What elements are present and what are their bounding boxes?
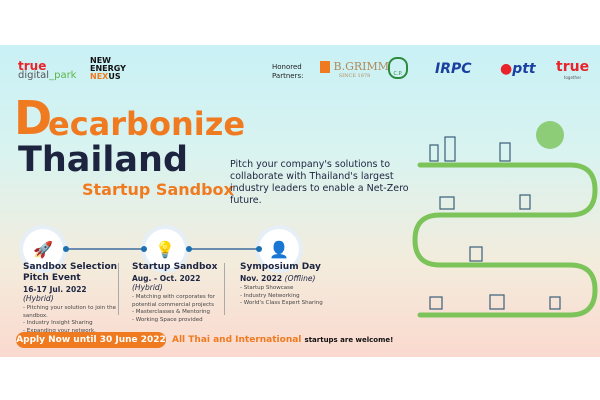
date: Aug. - Oct. 2022 — [132, 274, 201, 283]
bullet: - Industry Networking — [240, 292, 300, 299]
bullet: - Masterclasses & Mentoring — [132, 309, 210, 315]
welcome-rest: startups are welcome! — [304, 336, 394, 344]
earth-icon — [536, 121, 564, 149]
stage-title: Startup Sandbox — [132, 262, 218, 272]
true-text: true — [556, 59, 590, 75]
title-startup-sandbox: Startup Sandbox — [82, 180, 234, 199]
stage-date: Nov. 2022 (Offline) — [240, 274, 335, 283]
bullet: - Startup Showcase — [240, 285, 294, 291]
ptt-text: ptt — [512, 61, 536, 77]
bullet: - World's Class Expert Sharing — [240, 300, 323, 306]
rocket-icon: 🚀 — [23, 229, 63, 269]
date: Nov. 2022 — [240, 274, 283, 283]
logo-digital: digital — [18, 70, 50, 81]
digital-park-logo: digital_park — [18, 70, 76, 81]
bullet: - Pitching your solution to join the san… — [23, 305, 116, 319]
true-sub: together — [563, 75, 582, 80]
welcome-highlight: All Thai and International — [172, 335, 302, 345]
welcome-text: All Thai and International startups are … — [172, 335, 393, 345]
cp-text: C.P. — [393, 71, 403, 77]
stage-title: Symposium Day — [240, 262, 321, 272]
stage-2: Startup Sandbox Aug. - Oct. 2022 (Hybrid… — [132, 262, 227, 324]
nen-line3: NEXUS — [90, 73, 126, 81]
divider — [224, 263, 225, 315]
stage-date: 16-17 Jul. 2022 (Hybrid) — [23, 285, 118, 303]
title-decarbonize: ecarbonize — [48, 105, 246, 143]
nen-line1: NEW — [90, 56, 111, 65]
green-road-illustration — [412, 121, 598, 318]
stage-date: Aug. - Oct. 2022 (Hybrid) — [132, 274, 227, 292]
title-thailand: Thailand — [18, 140, 188, 180]
bullet: - Working Space provided — [132, 316, 203, 323]
ptt-flame-icon: ● — [500, 61, 513, 77]
timeline-line-1 — [66, 248, 146, 250]
nen-line2: ENERGY — [90, 64, 126, 73]
partners-label: Honored Partners: — [272, 63, 304, 80]
bullet: - Matching with corporates for potential… — [132, 294, 216, 308]
stage-1: Sandbox Selection Pitch Event 16-17 Jul.… — [23, 262, 118, 335]
lightbulb-icon: 💡 — [145, 229, 185, 269]
timeline-dot — [141, 246, 147, 252]
pitch-text: Pitch your company's solutions to collab… — [230, 159, 409, 206]
irpc-logo: IRPC — [435, 61, 472, 77]
nen-us: US — [108, 72, 121, 81]
mode: (Offline) — [284, 274, 316, 283]
timeline-dot — [186, 246, 192, 252]
logo-park: _park — [49, 70, 77, 81]
bullet: - Industry Insight Sharing — [23, 320, 93, 326]
mode: (Hybrid) — [132, 283, 163, 292]
bgrimm-text: B.GRIMM — [333, 60, 390, 73]
ptt-logo: ●ptt — [500, 61, 536, 77]
timeline-dot — [256, 246, 262, 252]
person-icon: 👤 — [259, 229, 299, 269]
timeline-dot — [63, 246, 69, 252]
date: 16-17 Jul. 2022 — [23, 285, 87, 294]
divider — [118, 263, 119, 315]
bgrimm-since: SINCE 1878 — [338, 73, 371, 79]
bullet: - Expanding your network. — [23, 327, 96, 334]
true-logo-text: true — [18, 59, 47, 73]
nen-nex: NEX — [90, 72, 109, 81]
timeline-line-2 — [188, 248, 260, 250]
cp-logo: C.P. — [388, 57, 408, 79]
apply-now-button[interactable]: Apply Now until 30 June 2022 — [16, 332, 166, 348]
title-d: D — [14, 91, 53, 145]
mode: (Hybrid) — [23, 294, 54, 303]
stage-title: Sandbox Selection Pitch Event — [23, 262, 118, 283]
stage-3: Symposium Day Nov. 2022 (Offline) - Star… — [240, 262, 335, 308]
